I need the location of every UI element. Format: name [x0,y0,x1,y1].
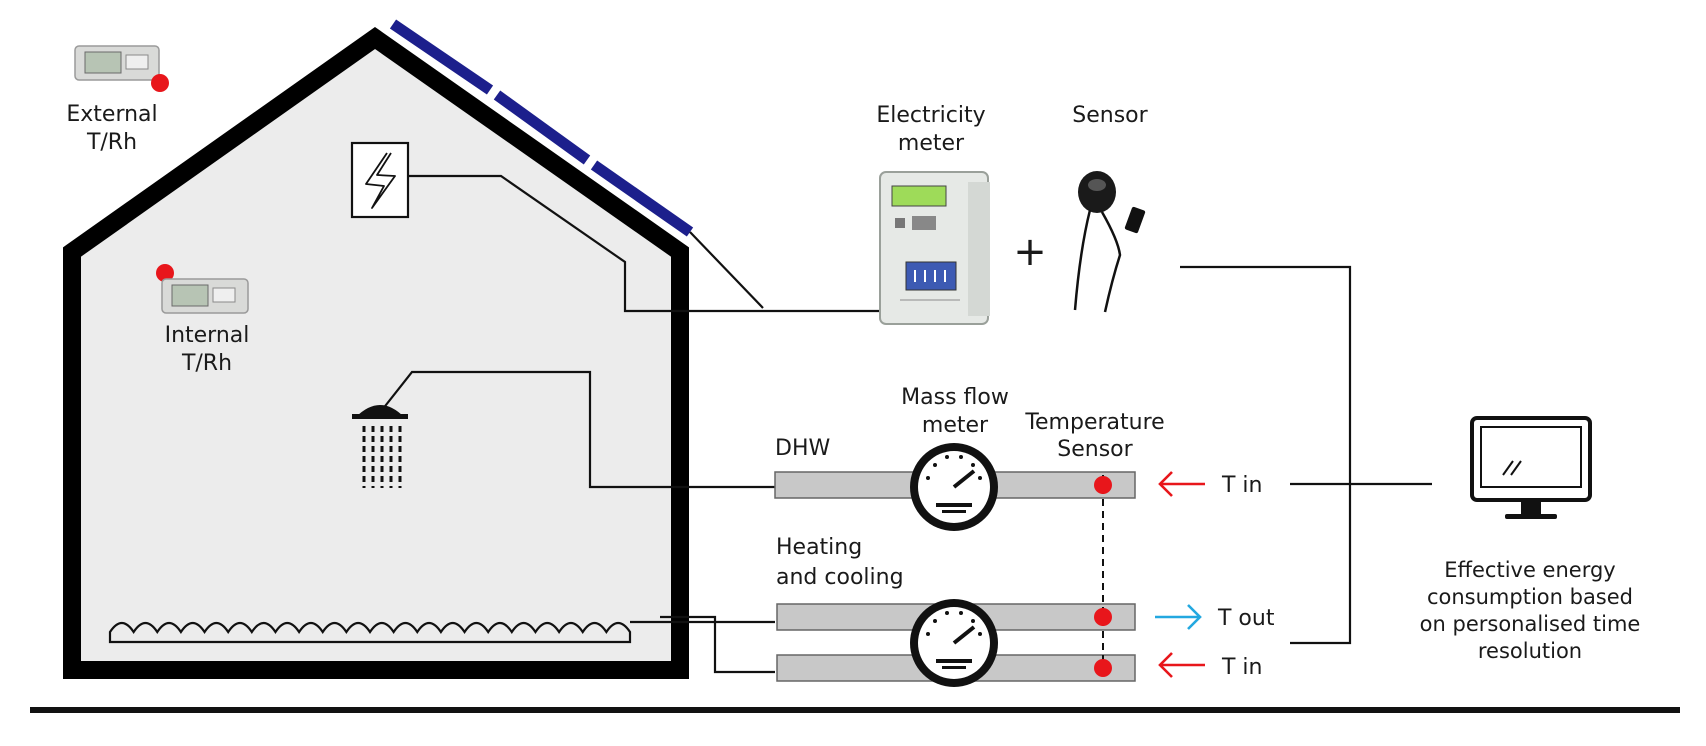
effective-energy-caption-3: on personalised time [1420,612,1641,636]
temperature-humidity-logger-icon [156,264,249,314]
effective-energy-caption-2: consumption based [1427,585,1633,609]
arrow-in-icon [1158,652,1205,678]
temperature-sensor-dot [1094,659,1112,677]
electricity-meter-label-2: meter [898,131,965,156]
heating-label: Heating [776,535,862,560]
internal-label: Internal [165,323,250,348]
dhw-label: DHW [775,436,830,461]
data-wire [1180,265,1352,645]
internal-label-unit: T/Rh [181,351,232,376]
temperature-sensor-dot [1094,608,1112,626]
mass-flow-label-2: meter [922,413,989,438]
electricity-meter-label: Electricity [876,103,985,128]
computer-monitor-icon [1470,416,1592,519]
flow-meter-gauge-icon [910,443,998,531]
solar-panel-icon [389,19,764,309]
power-wire [408,174,880,313]
shower-icon [352,370,775,489]
temperature-sensor-dot [1094,476,1112,494]
t-in-label: T in [1221,473,1263,498]
effective-energy-caption-4: resolution [1478,639,1582,663]
house-outline [63,26,689,679]
mass-flow-label: Mass flow [901,385,1009,410]
external-label: External [66,102,157,127]
electricity-meter-icon [879,171,990,325]
plus-sign: + [1013,229,1047,275]
t-out-label: T out [1217,606,1275,631]
ground-line [30,707,1680,713]
temperature-humidity-logger-icon [74,45,169,92]
arrow-out-icon [1155,604,1202,630]
flow-meter-gauge-icon [910,599,998,687]
arrow-in-icon [1158,471,1205,497]
heating-label-2: and cooling [776,565,904,590]
effective-energy-caption: Effective energy [1444,558,1615,582]
lightning-box-icon [350,141,410,219]
t-in-label: T in [1221,655,1263,680]
external-label-unit: T/Rh [86,130,137,155]
underfloor-heating-coil [108,615,775,674]
sensor-label: Sensor [1072,103,1148,128]
temperature-sensor-label: Temperature [1024,410,1164,435]
house [63,26,689,679]
temperature-sensor-label-2: Sensor [1057,437,1133,462]
current-sensor-icon [1073,171,1146,313]
